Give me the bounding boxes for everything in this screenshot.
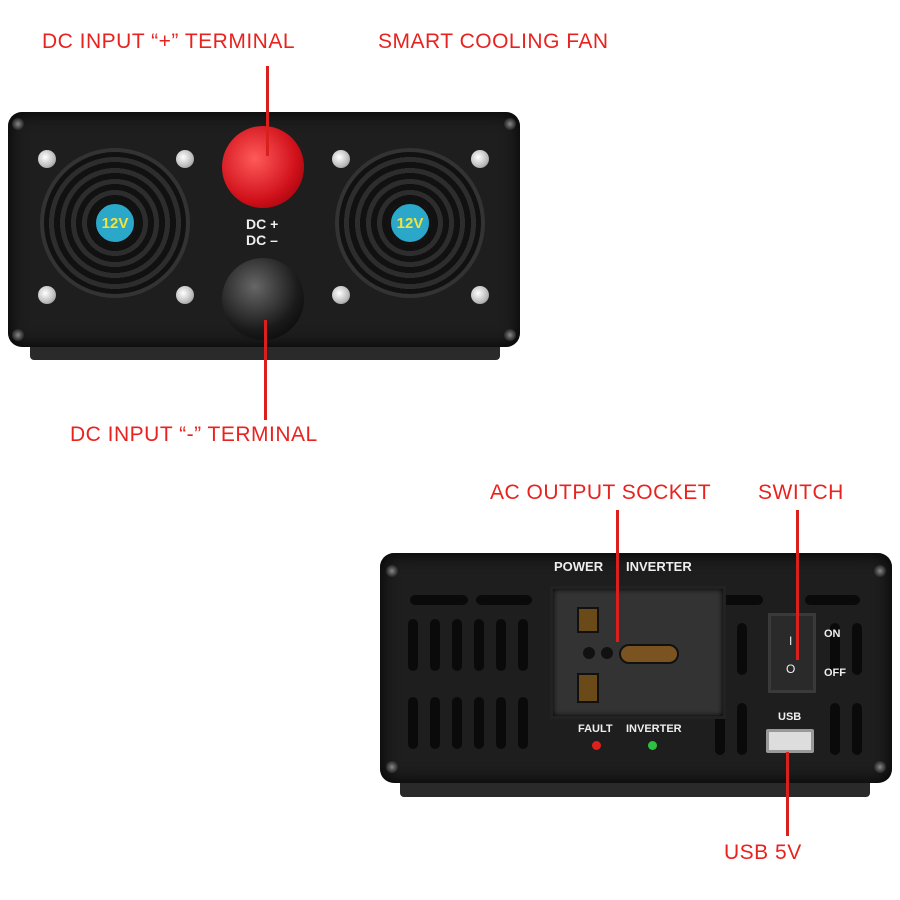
- ac-output-socket[interactable]: [550, 586, 726, 719]
- vent-slot: [496, 697, 506, 749]
- vent-slot: [474, 619, 484, 671]
- cooling-fan-right: 12V: [335, 148, 485, 298]
- vent-slot: [452, 619, 462, 671]
- dc-minus-marking: DC –: [246, 232, 278, 248]
- pointer-dc-plus: [266, 66, 269, 156]
- pointer-dc-minus: [264, 320, 267, 420]
- socket-slot-top: [577, 607, 599, 633]
- fan-hub-label: 12V: [388, 201, 432, 245]
- screw: [12, 329, 24, 341]
- label-switch: SWITCH: [758, 481, 844, 504]
- switch-on-label: ON: [824, 628, 841, 640]
- vent-slot: [737, 623, 747, 675]
- vent-slot: [830, 623, 840, 675]
- usb-marking: USB: [778, 711, 802, 723]
- fault-label: FAULT: [578, 723, 613, 735]
- cooling-fan-left: 12V: [40, 148, 190, 298]
- inverter-label: INVERTER: [626, 723, 682, 735]
- fan-hub-label: 12V: [93, 201, 137, 245]
- pointer-switch: [796, 510, 799, 660]
- screw: [874, 761, 886, 773]
- brand-inverter: INVERTER: [626, 559, 692, 574]
- vent-slot: [408, 697, 418, 749]
- power-switch[interactable]: I O: [768, 613, 816, 693]
- vent-slot: [474, 697, 484, 749]
- screw: [386, 565, 398, 577]
- bolt: [471, 150, 489, 168]
- label-ac-output-socket: AC OUTPUT SOCKET: [490, 481, 712, 504]
- fault-led: [592, 741, 601, 750]
- switch-off-label: OFF: [824, 667, 846, 679]
- label-dc-plus-terminal: DC INPUT “+” TERMINAL: [42, 30, 296, 53]
- brand-power: POWER: [554, 559, 604, 574]
- screw: [386, 761, 398, 773]
- vent-slot: [715, 595, 763, 605]
- pointer-usb: [786, 752, 789, 836]
- vent-slot: [496, 619, 506, 671]
- vent-slot: [410, 595, 468, 605]
- label-dc-minus-terminal: DC INPUT “-” TERMINAL: [70, 423, 318, 446]
- socket-hole: [601, 647, 613, 659]
- inverter-led: [648, 741, 657, 750]
- vent-slot: [518, 619, 528, 671]
- vent-slot: [852, 703, 862, 755]
- vent-slot: [805, 595, 860, 605]
- bolt: [332, 150, 350, 168]
- dc-positive-terminal[interactable]: [222, 126, 304, 208]
- screw: [12, 118, 24, 130]
- bolt: [332, 286, 350, 304]
- socket-hole: [583, 647, 595, 659]
- socket-slot-bottom: [577, 673, 599, 703]
- vent-slot: [430, 619, 440, 671]
- bolt: [38, 286, 56, 304]
- screw: [504, 329, 516, 341]
- usb-port[interactable]: [766, 729, 814, 753]
- bolt: [176, 150, 194, 168]
- dc-negative-terminal[interactable]: [222, 258, 304, 340]
- screw: [504, 118, 516, 130]
- screw: [874, 565, 886, 577]
- vent-slot: [430, 697, 440, 749]
- vent-slot: [852, 623, 862, 675]
- vent-slot: [737, 703, 747, 755]
- switch-off-glyph: O: [786, 662, 796, 676]
- bolt: [471, 286, 489, 304]
- dc-plus-marking: DC +: [246, 216, 279, 232]
- vent-slot: [452, 697, 462, 749]
- vent-slot: [715, 703, 725, 755]
- switch-on-glyph: I: [789, 634, 793, 648]
- vent-slot: [476, 595, 532, 605]
- label-cooling-fan: SMART COOLING FAN: [378, 30, 609, 53]
- pointer-ac-socket: [616, 510, 619, 642]
- front-panel: 12V 12V DC + DC –: [8, 112, 520, 347]
- vent-slot: [830, 703, 840, 755]
- bolt: [38, 150, 56, 168]
- socket-slot-round: [619, 644, 679, 664]
- vent-slot: [408, 619, 418, 671]
- rear-panel: POWER INVERTER FAULT INVERTER I O ON OFF…: [380, 553, 892, 783]
- bolt: [176, 286, 194, 304]
- label-usb: USB 5V: [724, 841, 802, 864]
- vent-slot: [518, 697, 528, 749]
